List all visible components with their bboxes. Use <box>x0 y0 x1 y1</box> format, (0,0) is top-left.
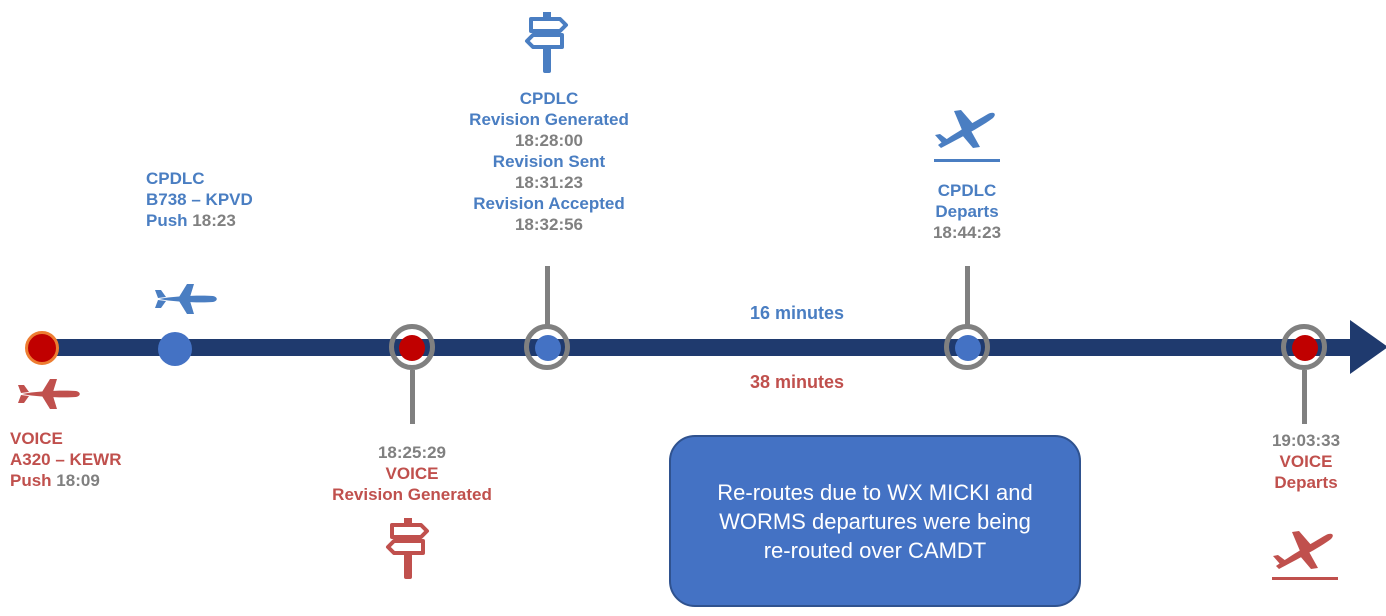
cpdlc-depart-line1: CPDLC <box>937 181 997 200</box>
cpdlc-push-label: CPDLC B738 – KPVD Push 18:23 <box>146 168 253 231</box>
stem-cpdlc-depart <box>965 266 970 326</box>
signpost-icon <box>525 12 568 73</box>
cpdlc-push-time: 18:23 <box>192 211 236 230</box>
takeoff-icon <box>935 110 995 148</box>
cpdlc-revision-generated: Revision Generated <box>469 110 629 129</box>
voice-push-line2: A320 – KEWR <box>10 450 122 469</box>
cpdlc-depart-label: CPDLC Departs 18:44:23 <box>933 180 1001 243</box>
runway-line <box>1272 577 1338 580</box>
cpdlc-revision-accepted-time: 18:32:56 <box>514 215 584 234</box>
voice-revision-line1: VOICE <box>385 464 439 483</box>
event-voice-depart-dot <box>1292 335 1318 361</box>
cpdlc-push-line2: B738 – KPVD <box>146 190 253 209</box>
reroute-note: Re-routes due to WX MICKI and WORMS depa… <box>669 435 1081 607</box>
voice-revision-time: 18:25:29 <box>377 443 447 462</box>
runway-line <box>934 159 1000 162</box>
airplane-icon <box>18 379 80 409</box>
voice-depart-line2: Departs <box>1274 473 1338 492</box>
timeline-bar <box>40 339 1350 356</box>
event-cpdlc-revision-ring <box>524 324 570 370</box>
airplane-icon <box>155 284 217 314</box>
event-cpdlc-revision-dot <box>535 335 561 361</box>
cpdlc-depart-line2: Departs <box>935 202 999 221</box>
voice-revision-label: 18:25:29 VOICE Revision Generated <box>332 442 492 505</box>
event-voice-push-dot <box>25 331 59 365</box>
cpdlc-revision-sent-time: 18:31:23 <box>514 173 584 192</box>
cpdlc-duration: 16 minutes <box>750 303 845 323</box>
cpdlc-revision-generated-time: 18:28:00 <box>514 131 584 150</box>
event-cpdlc-depart-dot <box>955 335 981 361</box>
voice-depart-line1: VOICE <box>1279 452 1333 471</box>
cpdlc-revision-sent: Revision Sent <box>492 152 606 171</box>
voice-push-time: 18:09 <box>56 471 100 490</box>
timeline-arrow-head <box>1350 320 1386 374</box>
voice-push-line1: VOICE <box>10 429 63 448</box>
voice-duration: 38 minutes <box>750 372 845 392</box>
cpdlc-revision-accepted: Revision Accepted <box>473 194 625 213</box>
signpost-icon <box>386 518 429 579</box>
event-voice-depart-ring <box>1281 324 1327 370</box>
stem-voice-depart <box>1302 370 1307 424</box>
stem-voice-revision <box>410 370 415 424</box>
voice-push-label: VOICE A320 – KEWR Push 18:09 <box>10 428 121 491</box>
voice-push-line3: Push 18:09 <box>10 470 121 491</box>
takeoff-icon <box>1273 531 1333 569</box>
voice-push-word: Push <box>10 471 52 490</box>
voice-depart-label: 19:03:33 VOICE Departs <box>1272 430 1340 493</box>
stem-cpdlc-revision <box>545 266 550 326</box>
cpdlc-revision-label: CPDLC Revision Generated 18:28:00 Revisi… <box>469 88 629 235</box>
voice-revision-line2: Revision Generated <box>332 485 492 504</box>
cpdlc-depart-time: 18:44:23 <box>932 223 1002 242</box>
cpdlc-push-line3: Push 18:23 <box>146 210 253 231</box>
event-cpdlc-push-dot <box>158 332 192 366</box>
cpdlc-push-line1: CPDLC <box>146 169 205 188</box>
event-voice-revision-ring <box>389 324 435 370</box>
event-cpdlc-depart-ring <box>944 324 990 370</box>
voice-depart-time: 19:03:33 <box>1271 431 1341 450</box>
reroute-note-text: Re-routes due to WX MICKI and WORMS depa… <box>717 479 1033 563</box>
event-voice-revision-dot <box>399 335 425 361</box>
cpdlc-push-word: Push <box>146 211 188 230</box>
cpdlc-revision-line1: CPDLC <box>519 89 579 108</box>
